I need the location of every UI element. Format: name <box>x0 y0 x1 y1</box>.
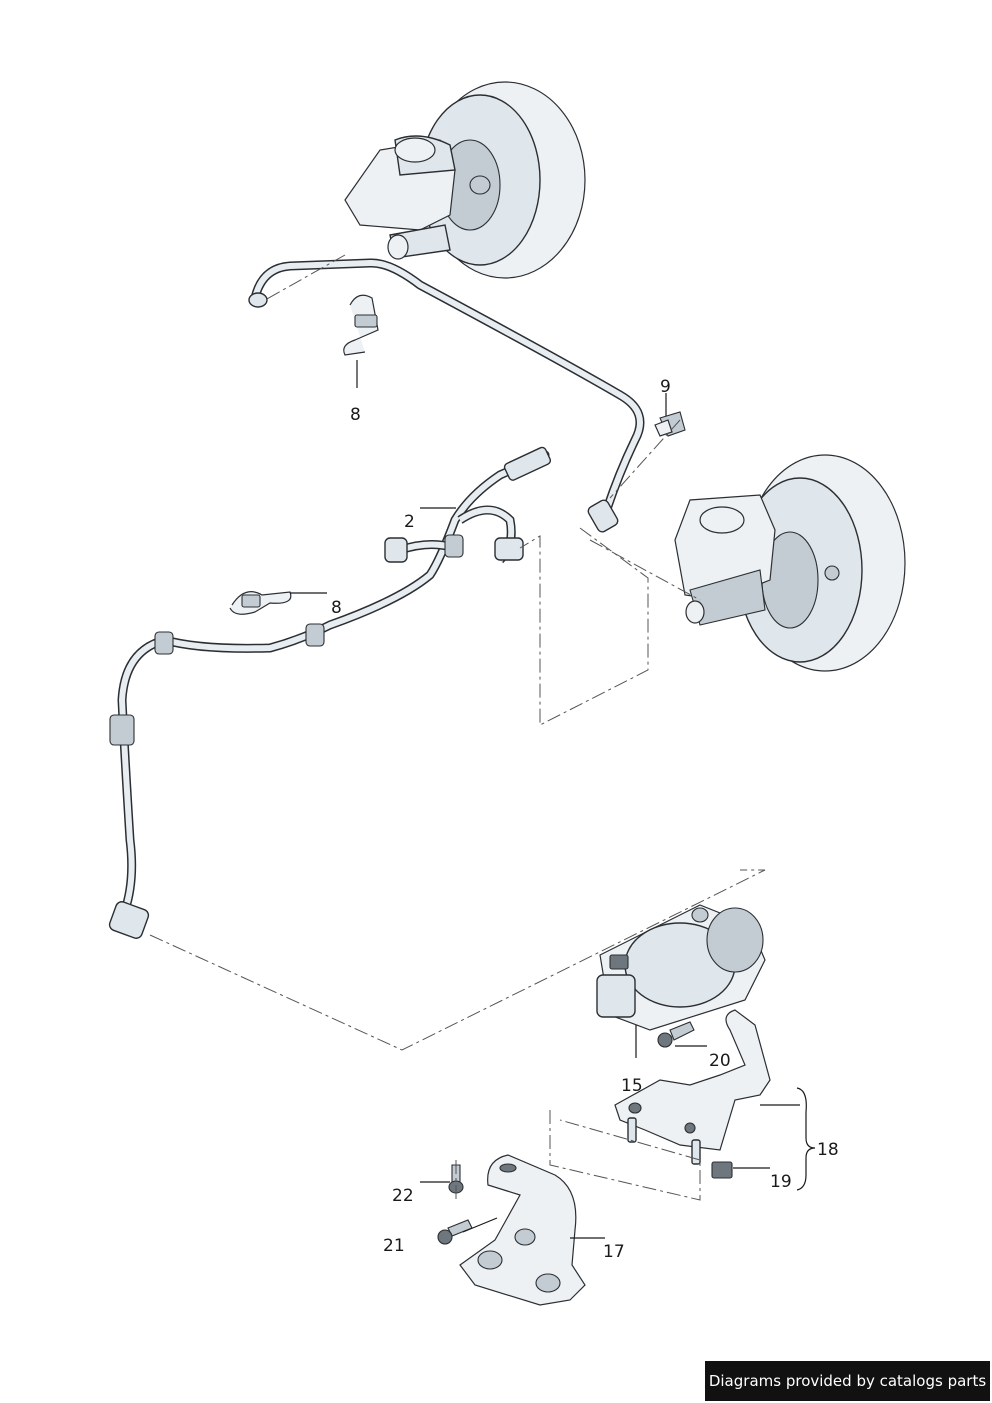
bolt-21 <box>437 1219 473 1245</box>
bolt-20 <box>657 1021 695 1048</box>
brake-booster-right <box>674 454 906 672</box>
callout-21: 21 <box>383 1236 405 1256</box>
callout-labels: 2 8 8 9 15 17 18 19 20 21 22 <box>331 377 839 1262</box>
nut-19 <box>711 1161 733 1179</box>
callout-15: 15 <box>621 1076 643 1096</box>
callout-19: 19 <box>770 1172 792 1192</box>
clip-9 <box>654 411 686 437</box>
attribution-text: Diagrams provided by catalogs parts <box>708 1372 987 1390</box>
clip-lower <box>229 591 292 615</box>
callout-8-upper: 8 <box>350 405 361 425</box>
callout-22: 22 <box>392 1186 414 1206</box>
vacuum-pump <box>596 904 766 1031</box>
callout-2: 2 <box>404 512 415 532</box>
callout-17: 17 <box>603 1242 625 1262</box>
clip-upper <box>343 294 379 356</box>
leader-lines <box>290 360 816 1239</box>
attribution-banner: Diagrams provided by catalogs parts <box>705 1361 990 1401</box>
vacuum-hose-upper <box>248 258 645 533</box>
hose-assembly <box>108 446 552 939</box>
callout-9: 9 <box>660 377 671 397</box>
callout-8-lower: 8 <box>331 598 342 618</box>
reference-lines <box>149 254 766 1201</box>
brake-booster-top <box>344 81 586 279</box>
bracket-17 <box>459 1154 586 1306</box>
callout-18: 18 <box>817 1140 839 1160</box>
bracket-18 <box>614 1009 771 1165</box>
callout-20: 20 <box>709 1051 731 1071</box>
